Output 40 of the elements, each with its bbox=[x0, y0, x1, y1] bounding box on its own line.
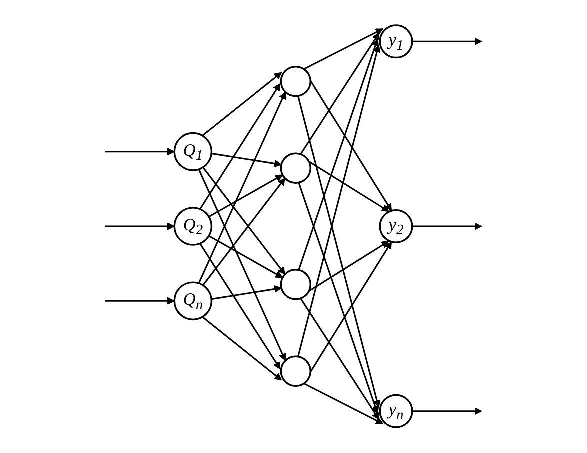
arrow bbox=[297, 96, 381, 408]
arrow bbox=[202, 178, 286, 286]
arrow bbox=[105, 148, 175, 156]
arrow bbox=[198, 92, 286, 284]
node-circle: y$_{n}$ bbox=[379, 394, 414, 428]
arrow bbox=[202, 72, 282, 136]
arrow bbox=[298, 39, 380, 270]
arrow bbox=[412, 408, 482, 416]
arrow bbox=[105, 222, 175, 230]
node-circle bbox=[280, 356, 312, 388]
arrow bbox=[298, 182, 380, 414]
node-circle bbox=[280, 269, 312, 300]
arrow bbox=[212, 152, 282, 168]
arrow bbox=[300, 298, 380, 420]
node-circle: Q$_{n}$ bbox=[174, 282, 213, 321]
node-circle: y$_{2}$ bbox=[379, 209, 414, 244]
node-circle bbox=[280, 66, 312, 98]
arrow bbox=[297, 45, 381, 358]
node-circle bbox=[280, 152, 312, 184]
arrow bbox=[300, 32, 380, 155]
arrow bbox=[208, 235, 284, 278]
arrow bbox=[198, 169, 286, 362]
arrow bbox=[208, 174, 284, 218]
arrow bbox=[202, 316, 282, 381]
arrow bbox=[308, 241, 390, 292]
arrow bbox=[200, 84, 281, 210]
arrow bbox=[212, 285, 282, 300]
arrow bbox=[105, 297, 175, 305]
arrow bbox=[304, 383, 384, 424]
arrow bbox=[304, 28, 384, 70]
arrow bbox=[310, 80, 392, 212]
arrow bbox=[310, 242, 392, 373]
node-circle: y$_{1}$ bbox=[379, 24, 414, 59]
arrow bbox=[308, 161, 390, 212]
node-circle: Q$_{1}$ bbox=[174, 132, 213, 172]
arrow bbox=[200, 243, 281, 370]
node-circle: Q$_{2}$ bbox=[174, 207, 213, 246]
arrow bbox=[412, 38, 482, 46]
arrow bbox=[202, 167, 286, 275]
arrow bbox=[412, 222, 482, 230]
